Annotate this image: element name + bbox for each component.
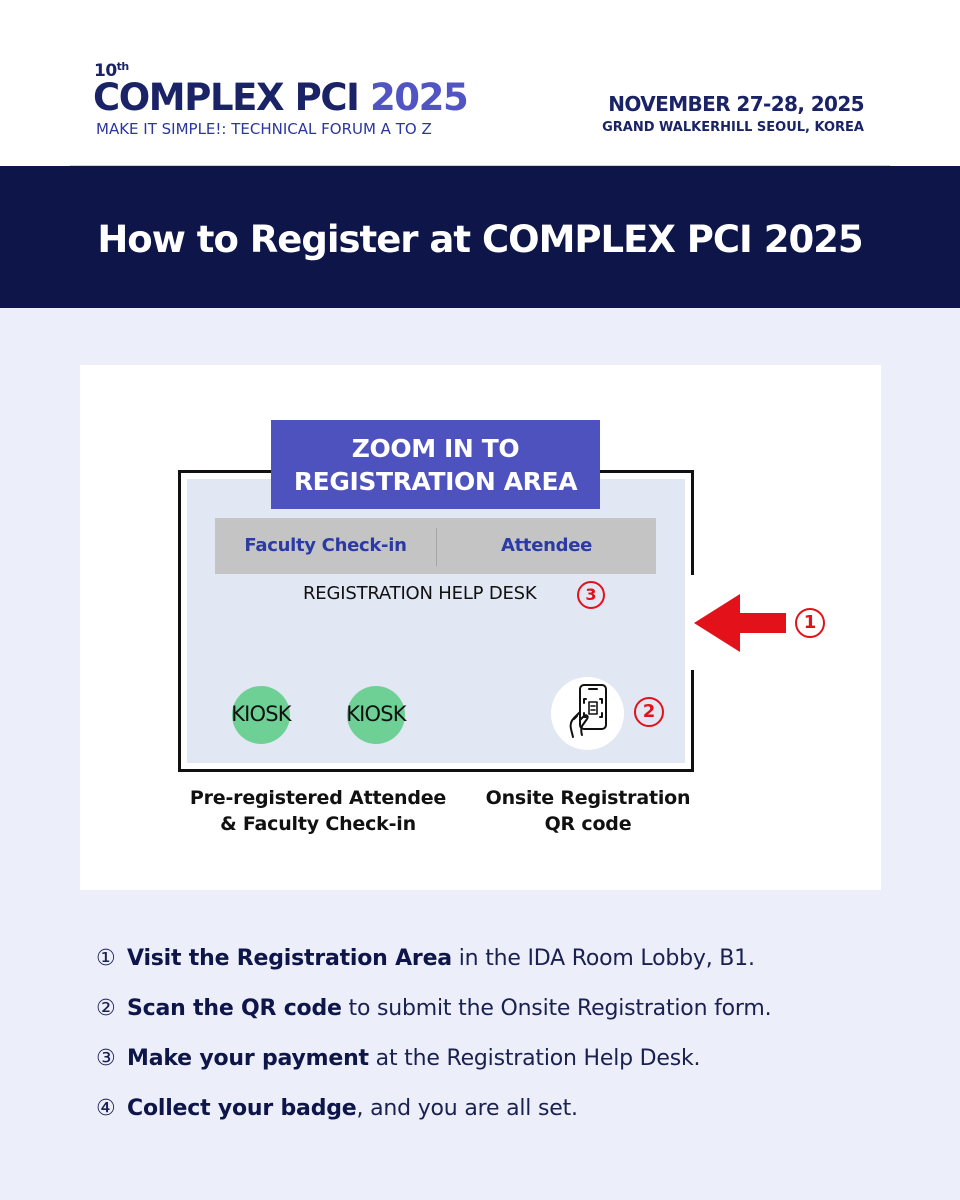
logo-edition: 10th — [94, 60, 129, 81]
kiosk-1 — [232, 686, 290, 744]
zoom-banner: ZOOM IN TO REGISTRATION AREA — [271, 420, 600, 509]
step-item: ④ Collect your badge, and you are all set… — [96, 1096, 896, 1146]
step-text: , and you are all set. — [356, 1096, 578, 1121]
marker-1: 1 — [795, 608, 825, 638]
caption-kiosk-line-2: & Faculty Check-in — [220, 813, 416, 835]
edition-suffix: th — [116, 60, 130, 73]
marker-3: 3 — [577, 581, 605, 609]
area-entrance-gap — [688, 575, 698, 670]
qr-code-spot — [551, 677, 624, 750]
logo-year: 2025 — [369, 76, 469, 119]
step-bold: Make your payment — [127, 1046, 369, 1071]
step-bold: Scan the QR code — [127, 996, 342, 1021]
step-marker: ② — [96, 996, 116, 1021]
header — [0, 0, 960, 166]
desk-attendee: Attendee — [500, 535, 593, 556]
page-title: How to Register at COMPLEX PCI 2025 — [97, 218, 863, 261]
kiosk-1-label: KIOSK — [231, 702, 291, 726]
header-divider — [70, 165, 890, 166]
step-bold: Collect your badge — [127, 1096, 357, 1121]
caption-kiosk-line-1: Pre-registered Attendee — [189, 787, 447, 809]
caption-qr-line-1: Onsite Registration — [485, 787, 691, 809]
step-marker: ① — [96, 946, 116, 971]
registration-desk — [215, 518, 656, 574]
caption-kiosk: Pre-registered Attendee & Faculty Check-… — [168, 785, 468, 837]
title-band — [0, 166, 960, 308]
marker-2: 2 — [634, 697, 664, 727]
desk-faculty-check-in: Faculty Check-in — [244, 535, 407, 556]
kiosk-2-label: KIOSK — [346, 702, 406, 726]
logo-tagline: MAKE IT SIMPLE!: TECHNICAL FORUM A TO Z — [96, 120, 432, 138]
edition-number: 10 — [94, 61, 117, 81]
step-item: ① Visit the Registration Area in the IDA … — [96, 946, 896, 996]
steps-list: ① Visit the Registration Area in the IDA … — [96, 946, 896, 1146]
help-desk-label: REGISTRATION HELP DESK — [303, 583, 537, 604]
event-venue: GRAND WALKERHILL SEOUL, KOREA — [602, 120, 864, 135]
logo: COMPLEX PCI 2025 — [93, 76, 469, 119]
step-text: to submit the Onsite Registration form. — [341, 996, 772, 1021]
caption-qr-line-2: QR code — [544, 813, 632, 835]
kiosk-2 — [347, 686, 405, 744]
step-marker: ④ — [96, 1096, 116, 1121]
caption-qr: Onsite Registration QR code — [468, 785, 708, 837]
step-marker: ③ — [96, 1046, 116, 1071]
step-text: in the IDA Room Lobby, B1. — [451, 946, 755, 971]
zoom-line-2: REGISTRATION AREA — [293, 466, 578, 496]
zoom-line-1: ZOOM IN TO — [351, 433, 520, 463]
qr-phone-icon — [569, 684, 607, 738]
event-date: NOVEMBER 27-28, 2025 — [608, 92, 864, 116]
logo-name: COMPLEX PCI — [93, 76, 360, 119]
step-item: ③ Make your payment at the Registration H… — [96, 1046, 896, 1096]
desk-divider — [436, 528, 437, 566]
arrow-left-icon — [694, 594, 786, 652]
step-text: at the Registration Help Desk. — [368, 1046, 701, 1071]
step-bold: Visit the Registration Area — [127, 946, 452, 971]
step-item: ② Scan the QR code to submit the Onsite R… — [96, 996, 896, 1046]
